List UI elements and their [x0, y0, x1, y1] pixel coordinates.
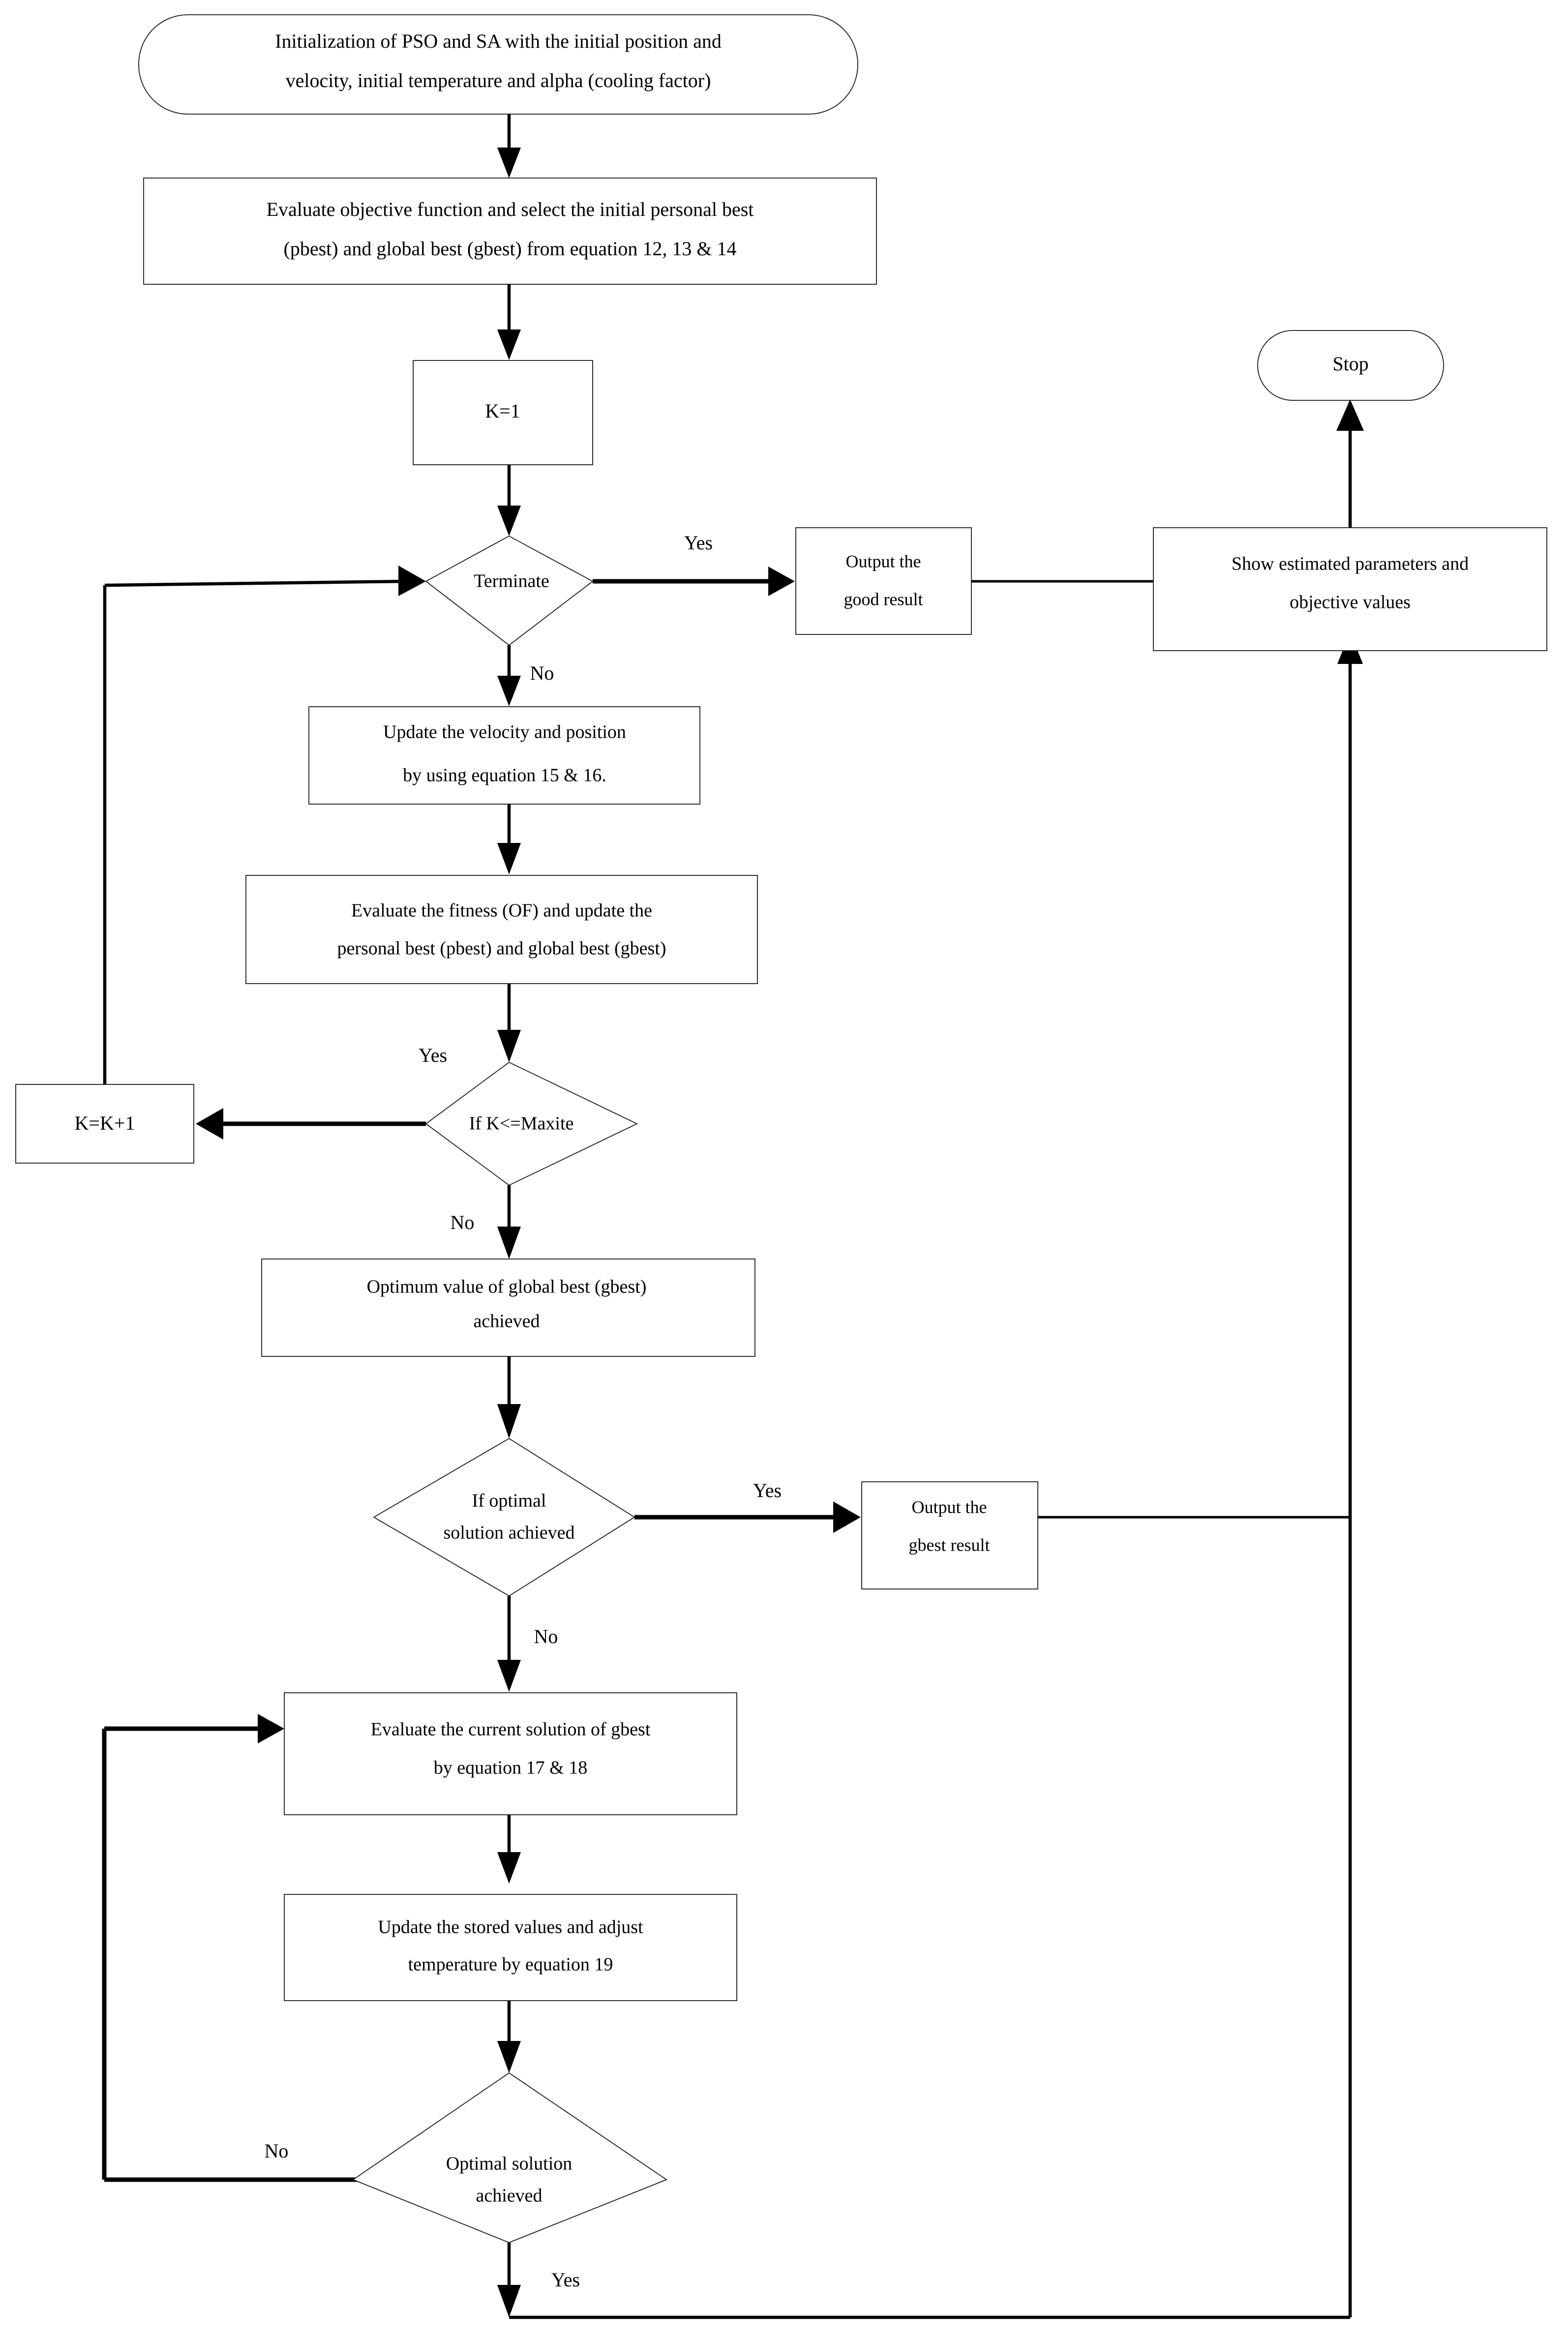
edge-evaluate-objective-to-k-init: [497, 284, 521, 360]
node-evaluate-objective-line2: (pbest) and global best (gbest) from equ…: [284, 238, 737, 260]
node-evaluate-current-line2: by equation 17 & 18: [434, 1758, 587, 1778]
node-stop: Stop: [1257, 330, 1444, 401]
node-optimal-solution-achieved: Optimal solution achieved: [352, 2072, 667, 2243]
node-output-gbest-result-line2: gbest result: [909, 1535, 990, 1555]
edge-label-terminate-no: No: [530, 662, 554, 684]
node-update-stored-line1: Update the stored values and adjust: [378, 1917, 643, 1938]
edge-k-init-to-terminate: [497, 464, 521, 536]
edge-if-k-maxite-no-to-optimum-gbest: [497, 1185, 521, 1259]
node-if-k-maxite-label: If K<=Maxite: [469, 1113, 574, 1134]
node-start-line2: velocity, initial temperature and alpha …: [286, 69, 711, 91]
node-if-optimal-solution: If optimal solution achieved: [373, 1438, 635, 1597]
edge-evaluate-fitness-to-if-k-maxite: [497, 984, 521, 1062]
edge-optimum-gbest-to-if-optimal-solution: [497, 1356, 521, 1439]
node-output-good-result-line1: Output the: [846, 551, 921, 571]
node-k-increment-label: K=K+1: [75, 1112, 135, 1134]
edge-output-gbest-result-to-show-estimated: [1038, 632, 1363, 1519]
node-update-stored-line2: temperature by equation 19: [408, 1954, 613, 1975]
edge-label-sa-yes: Yes: [551, 2269, 580, 2291]
edge-start-to-evaluate-objective: [497, 114, 521, 178]
node-update-velocity: Update the velocity and position by usin…: [308, 706, 700, 805]
node-output-gbest-result-line1: Output the: [912, 1497, 987, 1517]
node-update-stored: Update the stored values and adjust temp…: [284, 1894, 737, 2001]
edge-k-increment-to-terminate-loop: [103, 566, 426, 1095]
node-optimum-gbest: Optimum value of global best (gbest) ach…: [261, 1259, 755, 1357]
edge-terminate-yes-to-output-good-result: [593, 567, 795, 596]
node-show-estimated: Show estimated parameters and objective …: [1153, 527, 1547, 651]
edge-label-sa-no: No: [265, 2140, 289, 2162]
node-optimal-solution-achieved-line2: achieved: [476, 2186, 542, 2206]
node-evaluate-current: Evaluate the current solution of gbest b…: [284, 1692, 737, 1815]
node-k-init: K=1: [413, 360, 593, 465]
edge-if-optimal-yes-to-output-gbest-result: [634, 1501, 861, 1533]
edge-optimal-solution-yes-to-show-estimated: [497, 1517, 1352, 2319]
node-k-increment: K=K+1: [15, 1084, 194, 1164]
node-output-gbest-result: Output the gbest result: [861, 1481, 1038, 1589]
node-evaluate-current-line1: Evaluate the current solution of gbest: [371, 1719, 651, 1740]
edge-evaluate-current-to-update-stored: [497, 1815, 521, 1884]
node-optimum-gbest-line2: achieved: [473, 1311, 540, 1332]
node-evaluate-fitness-line1: Evaluate the fitness (OF) and update the: [351, 900, 652, 921]
node-output-good-result-line2: good result: [844, 589, 923, 609]
node-output-good-result: Output the good result: [795, 527, 972, 635]
edge-label-optimal-yes: Yes: [753, 1479, 782, 1501]
edge-update-stored-to-optimal-solution-achieved: [497, 2001, 521, 2073]
edge-update-velocity-to-evaluate-fitness: [497, 804, 521, 874]
edge-terminate-no-to-update-velocity: [497, 645, 521, 706]
node-start: Initialization of PSO and SA with the in…: [138, 14, 858, 115]
node-evaluate-objective: Evaluate objective function and select t…: [143, 178, 877, 285]
node-evaluate-fitness: Evaluate the fitness (OF) and update the…: [245, 875, 758, 984]
node-k-init-label: K=1: [485, 400, 520, 422]
edge-label-maxite-yes: Yes: [419, 1044, 447, 1066]
node-update-velocity-line1: Update the velocity and position: [383, 722, 626, 743]
edge-show-estimated-to-stop: [1336, 399, 1364, 528]
edge-label-terminate-yes: Yes: [684, 532, 713, 554]
node-evaluate-objective-line1: Evaluate objective function and select t…: [267, 198, 754, 220]
edge-label-maxite-no: No: [451, 1211, 475, 1233]
node-terminate: Terminate: [425, 535, 594, 646]
edge-label-optimal-no: No: [534, 1625, 558, 1648]
node-show-estimated-line1: Show estimated parameters and: [1232, 554, 1469, 574]
node-update-velocity-line2: by using equation 15 & 16.: [403, 765, 606, 786]
node-if-optimal-solution-line1: If optimal: [472, 1491, 546, 1511]
node-if-optimal-solution-line2: solution achieved: [444, 1523, 575, 1543]
node-stop-label: Stop: [1332, 353, 1368, 375]
node-start-line1: Initialization of PSO and SA with the in…: [275, 30, 722, 52]
edge-if-optimal-no-to-evaluate-current: [497, 1596, 521, 1692]
edge-if-k-maxite-yes-to-k-increment: [196, 1108, 426, 1140]
node-optimal-solution-achieved-line1: Optimal solution: [446, 2154, 573, 2174]
node-if-k-maxite: If K<=Maxite: [425, 1061, 638, 1186]
node-evaluate-fitness-line2: personal best (pbest) and global best (g…: [337, 938, 666, 959]
node-optimum-gbest-line1: Optimum value of global best (gbest): [367, 1277, 647, 1297]
node-show-estimated-line2: objective values: [1290, 592, 1411, 613]
node-terminate-label: Terminate: [474, 571, 549, 592]
